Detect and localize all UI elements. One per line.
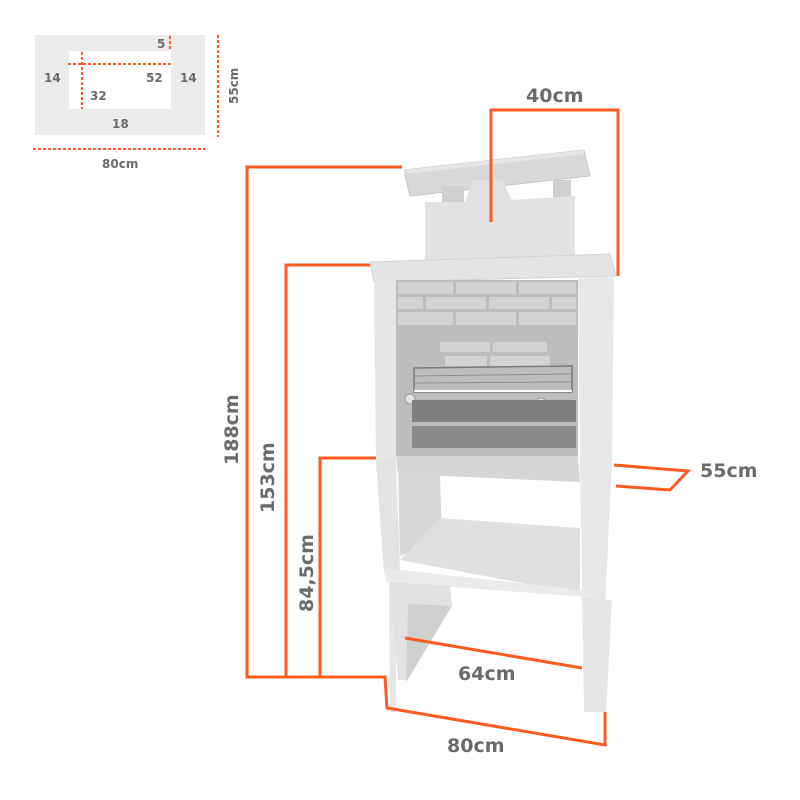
- counter-height-line: [284, 263, 370, 677]
- dimension-labels: 40cm 55cm 64cm 80cm 188cm 153cm 84,5cm: [221, 85, 758, 757]
- plan-right-wall-label: 14: [180, 71, 197, 85]
- top-slab: [369, 253, 617, 283]
- chimney-support-right: [553, 180, 571, 200]
- plan-inner-width-label: 52: [146, 71, 163, 85]
- inner-width-line: [404, 636, 583, 670]
- charcoal-tray-lower: [412, 426, 576, 448]
- charcoal-tray-upper: [412, 400, 576, 422]
- plan-front-wall-label: 18: [112, 117, 129, 131]
- plan-total-depth-label: 55cm: [227, 68, 241, 104]
- plan-total-width-label: 80cm: [102, 157, 138, 171]
- storage-shelf: [400, 518, 580, 594]
- firebox-floor: [396, 456, 580, 482]
- left-pillar-middle: [376, 460, 400, 572]
- barbecue-illustration: [369, 149, 617, 712]
- firebox-bricks: [398, 282, 576, 366]
- total-height-and-width-line: [245, 165, 607, 747]
- chimney-support-left: [442, 186, 464, 206]
- plan-view: 5 14 52 14 32 18 80cm 55cm: [33, 35, 241, 171]
- right-leg: [584, 598, 612, 712]
- total-width-label: 80cm: [447, 735, 505, 757]
- dimension-lines: [245, 108, 692, 747]
- inner-width-label: 64cm: [458, 663, 516, 685]
- chimney-body: [425, 180, 575, 262]
- chimney-cap-top: [404, 150, 584, 174]
- grill-base-height-label: 84,5cm: [296, 534, 318, 612]
- total-height-label: 188cm: [221, 394, 243, 465]
- depth-label: 55cm: [700, 460, 758, 482]
- plan-back-wall-label: 5: [157, 37, 165, 51]
- depth-line: [613, 463, 692, 492]
- chimney-width-label: 40cm: [526, 85, 584, 107]
- plan-left-wall-label: 14: [44, 71, 61, 85]
- chimney-width-line: [489, 108, 620, 276]
- lower-slab: [384, 568, 600, 598]
- counter-height-label: 153cm: [257, 442, 279, 513]
- grill-base-height-line: [318, 456, 376, 677]
- plan-inner-depth-label: 32: [90, 89, 107, 103]
- plan-inner-opening: [69, 51, 171, 109]
- left-pillar-upper: [374, 280, 396, 712]
